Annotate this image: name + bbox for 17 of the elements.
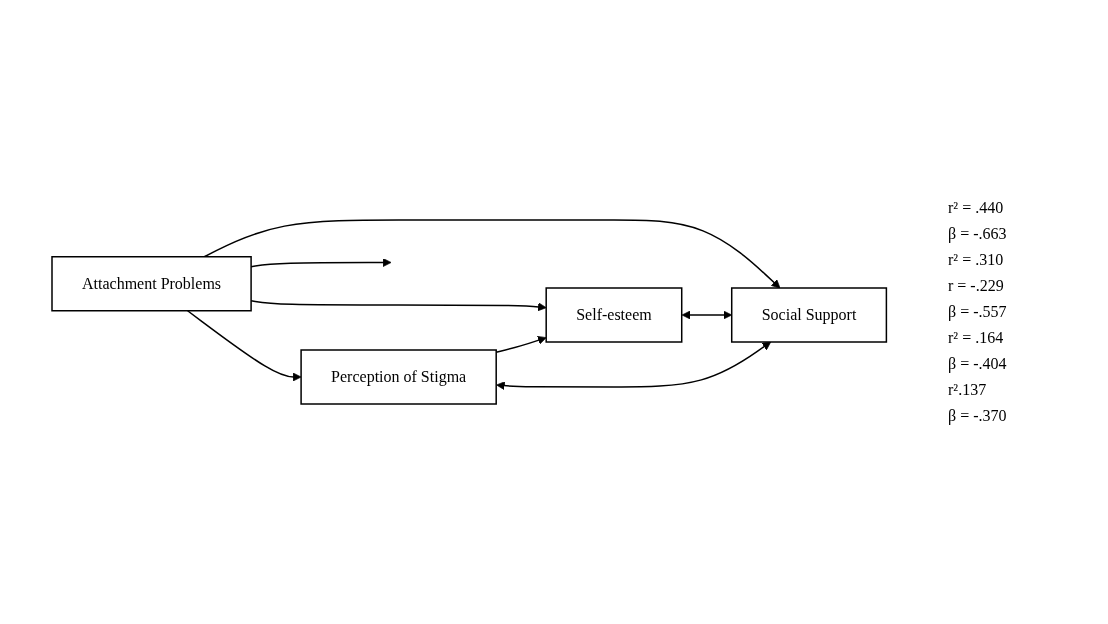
arrow [681, 310, 732, 320]
node-box: Attachment Problems [51, 256, 252, 312]
arrow [496, 341, 771, 391]
coefficient-label: r².137 [948, 381, 988, 399]
node-box: Perception of Stigma [300, 349, 497, 405]
coefficient-label: r² = .310 [948, 251, 1005, 269]
coefficient-label: β = -.404 [948, 355, 1008, 373]
node-box: Social Support [730, 287, 887, 343]
coefficient-label: r² = .164 [948, 329, 1005, 347]
arrow [203, 219, 781, 289]
coefficient-label: r = -.229 [948, 277, 1005, 295]
coefficient-label: β = -.370 [948, 407, 1008, 425]
coefficient-label: r² = .440 [948, 199, 1005, 217]
node-box: Self-esteem [545, 287, 683, 343]
coefficient-label: β = -.663 [948, 225, 1008, 243]
coefficient-label: β = -.557 [948, 303, 1008, 321]
arrow [250, 258, 392, 268]
